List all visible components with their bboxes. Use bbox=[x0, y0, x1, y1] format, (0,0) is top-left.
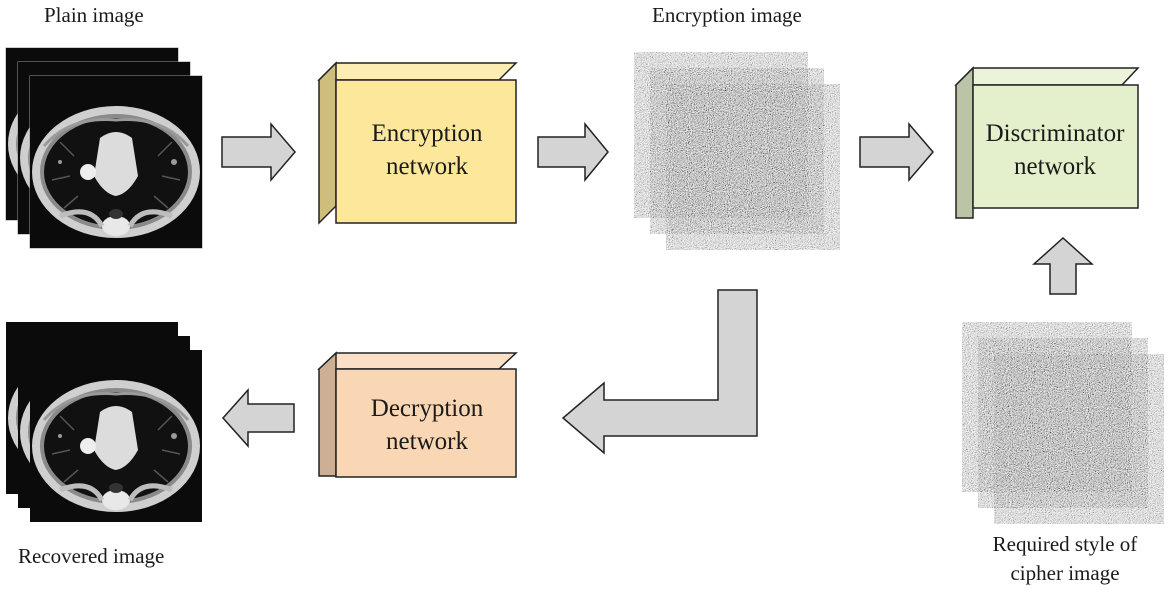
decryption-network-label-line2: network bbox=[386, 428, 468, 455]
encryption-network-box: Encryption network bbox=[317, 61, 518, 225]
required-style-label-line1: Required style of bbox=[992, 532, 1138, 556]
decryption-network-box: Decryption network bbox=[317, 351, 518, 478]
discriminator-network-box: Discriminator network bbox=[954, 66, 1140, 219]
arrow-cipher-to-discriminator bbox=[859, 121, 934, 183]
recovered-image-stack bbox=[6, 322, 202, 522]
plain-image-label: Plain image bbox=[44, 3, 144, 27]
arrow-required-style-up bbox=[1032, 236, 1094, 295]
recovered-image-label: Recovered image bbox=[18, 544, 165, 568]
arrow-encryption-to-cipher bbox=[537, 121, 609, 183]
encryption-network-label-line2: network bbox=[386, 153, 468, 180]
encryption-image-label: Encryption image bbox=[652, 3, 802, 27]
arrow-plain-to-encryption bbox=[221, 121, 296, 183]
arrow-decryption-to-recovered bbox=[221, 388, 295, 448]
discriminator-network-label-line2: network bbox=[1014, 153, 1096, 180]
required-style-image-stack bbox=[962, 322, 1164, 524]
encryption-image-stack bbox=[634, 52, 840, 250]
plain-image-stack bbox=[5, 47, 203, 249]
decryption-network-label-line1: Decryption bbox=[371, 395, 484, 422]
encryption-network-label-line1: Encryption bbox=[371, 120, 483, 147]
arrow-cipher-to-decryption bbox=[561, 289, 758, 455]
required-style-label-line2: cipher image bbox=[1010, 561, 1120, 585]
discriminator-network-label-line1: Discriminator bbox=[986, 120, 1126, 147]
